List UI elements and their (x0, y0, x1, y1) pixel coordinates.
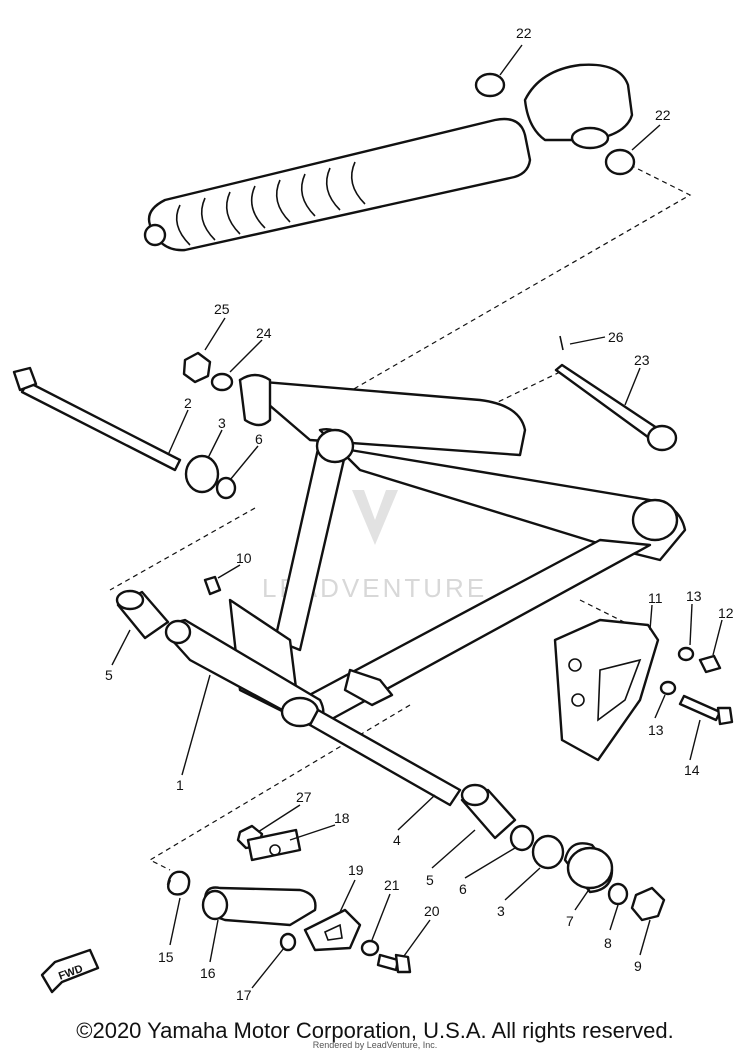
callout-8: 8 (604, 935, 612, 951)
washer-13-top (677, 646, 695, 662)
callout-10: 10 (236, 550, 252, 566)
washer-21 (360, 939, 380, 957)
callout-6-left: 6 (255, 431, 263, 447)
circlip-17 (279, 932, 297, 952)
callout-2: 2 (184, 395, 192, 411)
callout-1: 1 (176, 777, 184, 793)
callout-20: 20 (424, 903, 440, 919)
callout-21: 21 (384, 877, 400, 893)
bolt-12 (698, 654, 722, 674)
callout-3-left: 3 (218, 415, 226, 431)
callout-23: 23 (634, 352, 650, 368)
arm-16 (201, 886, 317, 927)
callout-13-mid: 13 (648, 722, 664, 738)
callout-14: 14 (684, 762, 700, 778)
copyright-notice: ©2020 Yamaha Motor Corporation, U.S.A. A… (76, 1018, 674, 1043)
nut-25 (182, 351, 212, 384)
washer-24 (210, 372, 234, 392)
seal-3-left (184, 454, 220, 494)
rear-shock-absorber (143, 63, 634, 252)
swingarm-exploded-diagram: LEADVENTURE (12, 25, 734, 1000)
callout-5-right: 5 (426, 872, 434, 888)
chain-guide-11 (553, 618, 660, 762)
render-credit: Rendered by LeadVenture, Inc. (312, 1040, 438, 1050)
callout-25: 25 (214, 301, 230, 317)
bushing-5-right (460, 783, 517, 840)
callout-9: 9 (634, 958, 642, 974)
bushing-5-left (115, 589, 170, 640)
callout-16: 16 (200, 965, 216, 981)
callout-18: 18 (334, 810, 350, 826)
bolt-20 (376, 953, 412, 974)
circlip-6-right (509, 824, 535, 852)
callout-22-right: 22 (655, 107, 671, 123)
callout-leaders (111, 44, 723, 989)
callout-11: 11 (648, 590, 663, 606)
grease-fitting-10 (203, 575, 222, 596)
adjuster-stud (343, 668, 394, 707)
callout-4: 4 (393, 832, 401, 848)
bushing-22-top (474, 72, 506, 98)
callout-15: 15 (158, 949, 174, 965)
callout-7: 7 (566, 913, 574, 929)
callout-3-right: 3 (497, 903, 505, 919)
nut-9 (630, 886, 666, 922)
bracket-18 (246, 828, 302, 862)
callout-6-right: 6 (459, 881, 467, 897)
callout-13-top: 13 (686, 588, 702, 604)
callout-19: 19 (348, 862, 364, 878)
swing-arm-1 (228, 373, 687, 722)
fwd-arrow: FWD (40, 948, 100, 994)
spring-15 (166, 870, 191, 896)
callout-26: 26 (608, 329, 624, 345)
callout-24: 24 (256, 325, 272, 341)
callout-12: 12 (718, 605, 734, 621)
callout-17: 17 (236, 987, 252, 1000)
callout-27: 27 (296, 789, 312, 805)
circlip-6-left (215, 476, 237, 500)
cover-7 (563, 842, 614, 894)
bushing-22-right (604, 148, 636, 176)
circlip-8 (607, 882, 629, 906)
callout-22-top: 22 (516, 25, 532, 41)
axle-23 (554, 363, 678, 452)
callout-5-left: 5 (105, 667, 113, 683)
washer-13-mid (659, 680, 677, 696)
pivot-bolt-2 (12, 366, 182, 472)
bolt-14 (678, 694, 734, 726)
seal-3-right (531, 834, 565, 870)
callout-numbers: 22 22 25 24 26 23 2 3 6 10 11 13 12 5 1 … (105, 25, 734, 1000)
pivot-shaft-4 (308, 708, 462, 807)
cotter-pin-26 (559, 335, 564, 351)
damper-19 (303, 908, 362, 952)
